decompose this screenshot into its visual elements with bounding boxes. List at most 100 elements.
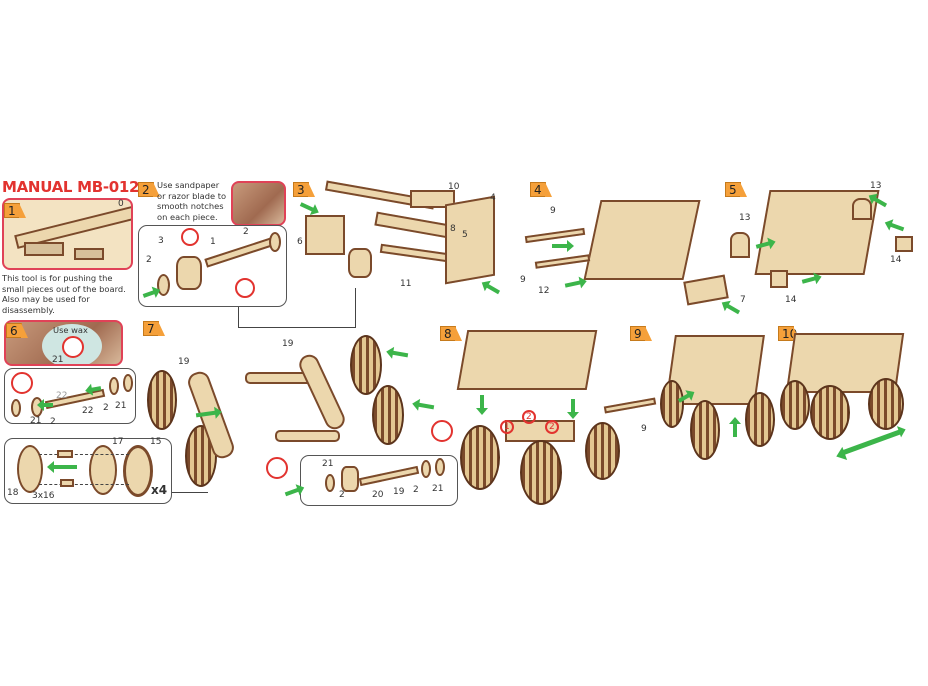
wheel-disc xyxy=(17,445,43,493)
note-line: on each piece. xyxy=(157,211,218,222)
axle-piece xyxy=(358,465,420,487)
connector-line xyxy=(355,288,357,328)
wax-icon xyxy=(11,372,33,394)
step-badge: 5 xyxy=(725,182,747,197)
note-line: small pieces out of the board. xyxy=(2,283,126,294)
part-label: 2 xyxy=(103,403,109,413)
step-2-note: Use sandpaper or razor blade to smooth n… xyxy=(157,180,226,222)
spacer-piece xyxy=(109,377,119,395)
gear-piece xyxy=(341,466,359,492)
part-label: 3 xyxy=(158,236,164,246)
part-label: 13 xyxy=(739,213,751,223)
note-line: disassembly. xyxy=(2,304,55,315)
frame-side xyxy=(305,215,345,255)
part-label: 19 xyxy=(178,357,190,367)
note-line: smooth notches xyxy=(157,201,224,212)
wheel xyxy=(660,380,684,428)
part-label: 7 xyxy=(740,295,746,305)
wax-label: Use wax xyxy=(53,325,88,335)
step-badge: 1 xyxy=(4,203,26,218)
wheel xyxy=(585,422,620,480)
wax-icon xyxy=(431,420,453,442)
green-arrow xyxy=(725,303,741,315)
wheel xyxy=(868,378,904,430)
green-arrow xyxy=(299,202,315,212)
wax-icon xyxy=(266,457,288,479)
part-label: 1 xyxy=(504,422,510,432)
green-arrow xyxy=(43,403,53,407)
part-label: 6 xyxy=(297,237,303,247)
step-badge: 9 xyxy=(630,326,652,341)
step-badge: 3 xyxy=(293,182,315,197)
spacer-piece xyxy=(435,458,445,476)
wheel-disc xyxy=(89,445,117,495)
note-line: Also may be used for xyxy=(2,294,90,305)
green-arrow xyxy=(142,290,156,298)
rod-piece xyxy=(603,397,657,414)
dash-line xyxy=(39,484,129,485)
green-arrow xyxy=(417,402,435,410)
joint-marker xyxy=(522,410,536,424)
step-2-panel xyxy=(138,225,287,307)
fender-piece xyxy=(895,236,913,252)
part-label: 21 xyxy=(115,401,127,411)
part-label: 14 xyxy=(890,255,902,265)
part-label: 19 xyxy=(393,487,405,497)
wheel xyxy=(780,380,810,430)
axle-piece xyxy=(44,388,106,410)
axle-assembly xyxy=(275,430,340,442)
part-label: 13 xyxy=(870,181,882,191)
part-label: 2 xyxy=(339,490,345,500)
fender-piece xyxy=(730,232,750,258)
part-label: 2 xyxy=(526,412,532,422)
front-frame xyxy=(445,195,495,285)
part-label: 21 xyxy=(30,416,42,426)
part-label: 2 xyxy=(146,255,152,265)
step-badge: 10 xyxy=(778,326,800,341)
spacer-piece xyxy=(269,232,281,252)
jeep-body xyxy=(583,200,701,280)
rod-piece xyxy=(524,227,586,244)
wheel xyxy=(520,440,562,505)
green-arrow xyxy=(571,399,575,413)
note-line: Use sandpaper xyxy=(157,180,220,190)
floor-piece xyxy=(374,211,451,239)
green-arrow xyxy=(480,395,484,409)
green-arrow xyxy=(485,283,501,295)
part-label: 15 xyxy=(150,437,162,447)
suspension-arm xyxy=(296,351,348,433)
fender-piece xyxy=(852,198,872,220)
part-label: 5 xyxy=(462,230,468,240)
part-label: 22 xyxy=(82,406,94,416)
green-arrow xyxy=(391,350,409,358)
part-label: 9 xyxy=(641,424,647,434)
step-1-note: This tool is for pushing the small piece… xyxy=(2,273,126,315)
step-badge: 2 xyxy=(138,182,160,197)
wheel xyxy=(745,392,775,447)
green-arrow xyxy=(733,423,737,437)
wheel xyxy=(350,335,382,395)
connector-line xyxy=(238,307,240,328)
part-label: 14 xyxy=(785,295,797,305)
spacer-piece xyxy=(325,474,335,492)
jeep-body xyxy=(456,330,598,390)
part-label: 9 xyxy=(550,206,556,216)
step-6-panel: Use wax 21 xyxy=(4,320,123,366)
part-label: 2 xyxy=(413,485,419,495)
wheel-box xyxy=(4,438,172,504)
green-arrow xyxy=(889,222,905,232)
board-slot xyxy=(74,248,104,260)
green-arrow xyxy=(564,280,582,288)
part-label: 3x16 xyxy=(32,491,55,501)
hood-piece xyxy=(410,190,455,208)
board-slot xyxy=(24,242,64,256)
wax-icon xyxy=(62,336,84,358)
sandpaper-icon xyxy=(181,228,199,246)
part-label: 21 xyxy=(322,459,334,469)
green-arrow xyxy=(53,465,77,469)
part-label: 2 xyxy=(243,227,249,237)
wax-icon xyxy=(235,278,255,298)
green-arrow xyxy=(284,487,300,497)
wheel xyxy=(372,385,404,445)
dash-line xyxy=(39,454,129,455)
